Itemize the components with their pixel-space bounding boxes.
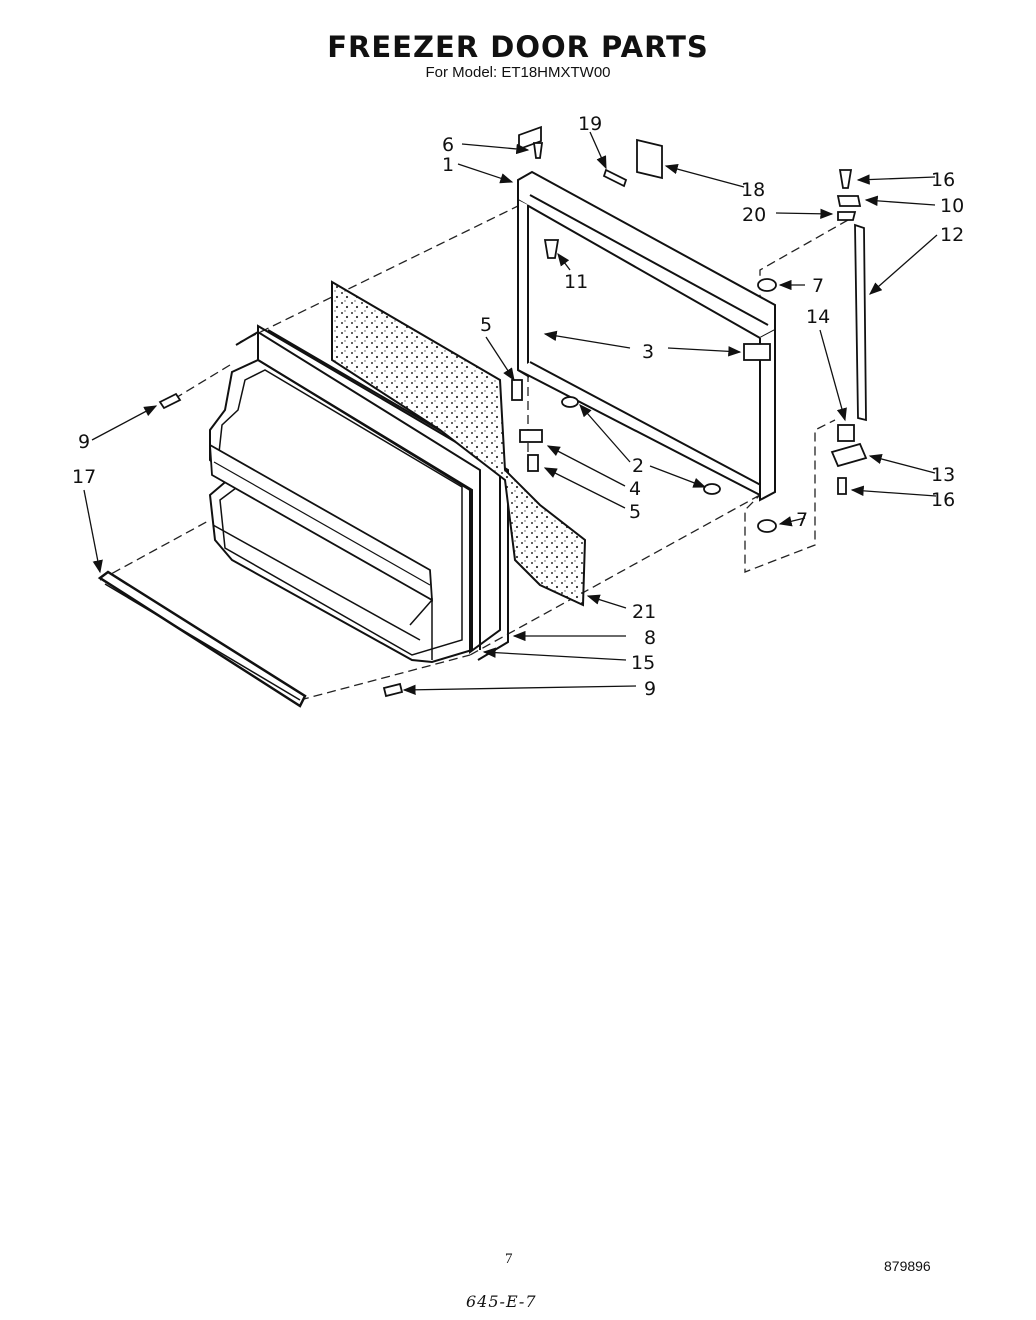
callout-5-lower: 5 [629,501,641,523]
callout-21: 21 [632,601,656,623]
handwritten-note: 645-E-7 [466,1292,537,1311]
door-liner [208,358,473,664]
page-number: 7 [505,1251,513,1267]
callout-17: 17 [72,466,96,488]
door-handle [97,570,307,708]
callout-16-bottom: 16 [931,489,955,511]
callout-7-lower: 7 [796,509,808,531]
callout-11: 11 [564,271,588,293]
model-subtitle: For Model: ET18HMXTW00 [425,64,611,81]
callout-13: 13 [931,464,955,486]
callout-6: 6 [442,134,454,156]
callout-4: 4 [629,478,641,500]
callout-8: 8 [644,627,656,649]
hinge-parts [158,125,868,698]
callout-10: 10 [940,195,964,217]
callout-9-bottom: 9 [644,678,656,700]
callout-2: 2 [632,455,644,477]
callout-19: 19 [578,113,602,135]
callout-14: 14 [806,306,830,328]
catalog-code: 879896 [884,1258,931,1274]
foam-insulation [331,280,587,607]
callout-12: 12 [940,224,964,246]
callout-9-left: 9 [78,431,90,453]
callout-16-top: 16 [931,169,955,191]
door-frame [517,170,776,502]
callout-5-upper: 5 [480,314,492,336]
page-title: FREEZER DOOR PARTS [327,30,709,64]
callout-15: 15 [631,652,655,674]
callout-7-upper: 7 [812,275,824,297]
callout-20: 20 [742,204,766,226]
callout-3: 3 [642,341,654,363]
callout-1: 1 [442,154,454,176]
callout-leaders [83,131,938,695]
callout-labels: 1 2 3 4 5 5 6 7 7 8 9 9 10 11 12 13 14 1… [72,113,964,700]
callout-18: 18 [741,179,765,201]
